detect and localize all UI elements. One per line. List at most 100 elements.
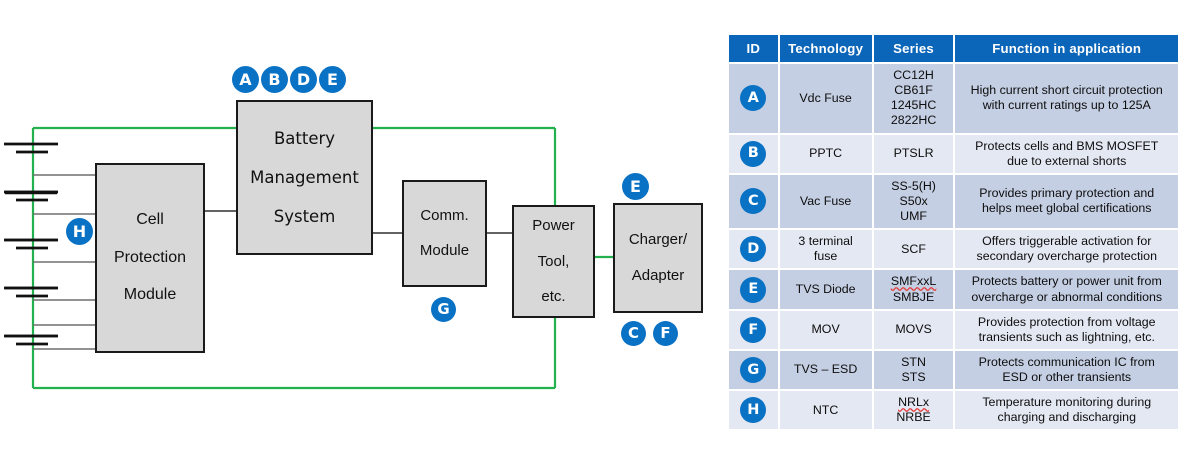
- cell-line: MOVS: [895, 322, 932, 337]
- cell-line: NTC: [812, 402, 839, 417]
- table-header-row: ID Technology Series Function in applica…: [729, 35, 1178, 62]
- series-cell: SCF: [873, 230, 954, 269]
- cell-line: SCF: [901, 241, 926, 256]
- chg-line-2: Adapter: [631, 266, 685, 284]
- cell-line: STN: [901, 354, 926, 369]
- callout-badge-charger-e: E: [622, 173, 649, 200]
- id-badge: H: [740, 397, 767, 424]
- block-comm-module: Comm. Module: [402, 180, 487, 287]
- cell-line: Offers triggerable activation for: [982, 234, 1152, 249]
- block-cell-protection-module: Cell Protection Module: [95, 163, 205, 353]
- technology-cell: Vdc Fuse: [779, 64, 872, 133]
- cell-line: fuse: [813, 249, 838, 264]
- callout-badge-bms-d: D: [290, 66, 317, 93]
- technology-cell: TVS – ESD: [779, 350, 872, 390]
- cell-line: transients such as lightning, etc.: [978, 329, 1155, 344]
- cell-line: MOV: [811, 322, 840, 337]
- id-badge: F: [740, 316, 767, 343]
- callout-badge-comm-g: G: [431, 297, 456, 322]
- callout-badge-bms-a: A: [232, 66, 259, 93]
- id-badge: A: [740, 85, 767, 112]
- cell-line: charging and discharging: [997, 410, 1136, 425]
- cpm-line-3: Module: [123, 286, 177, 304]
- cell-line: Protects communication IC from: [978, 354, 1155, 369]
- row-id-cell: H: [729, 391, 778, 430]
- cell-line: Temperature monitoring during: [982, 395, 1152, 410]
- cell-line: High current short circuit protection: [970, 83, 1163, 98]
- cell-line: secondary overcharge protection: [976, 249, 1157, 264]
- cell-line: ESD or other transients: [1002, 370, 1132, 384]
- row-id-cell: D: [729, 230, 778, 269]
- cell-line: CC12H: [893, 68, 934, 82]
- bms-line-3: System: [273, 206, 336, 226]
- cell-tap-lines: [33, 174, 95, 350]
- block-power-tool: Power Tool, etc.: [512, 205, 595, 318]
- row-id-cell: B: [729, 134, 778, 173]
- cell-line: 1245HC: [890, 98, 937, 113]
- cell-line: CB61F: [894, 83, 933, 98]
- chg-line-1: Charger/: [628, 231, 688, 249]
- pt-line-2: Tool,: [537, 252, 570, 270]
- cpm-line-2: Protection: [113, 248, 187, 266]
- battery-system-block-diagram: Cell Protection Module Battery Managemen…: [4, 66, 703, 390]
- cell-line: overcharge or abnormal conditions: [971, 289, 1163, 304]
- callout-badge-charger-c: C: [621, 321, 646, 346]
- cell-line: PPTC: [809, 146, 843, 161]
- row-id-cell: C: [729, 174, 778, 229]
- cell-line: due to external shorts: [1007, 153, 1127, 168]
- id-badge: C: [740, 188, 767, 215]
- cell-line: with current ratings up to 125A: [982, 98, 1151, 113]
- cell-line: Provides primary protection and: [979, 186, 1155, 201]
- technology-cell: Vac Fuse: [779, 174, 872, 229]
- row-id-cell: G: [729, 350, 778, 390]
- comm-line-1: Comm.: [420, 206, 469, 224]
- series-cell: PTSLR: [873, 134, 954, 173]
- callout-badge-cells-h: H: [66, 218, 93, 245]
- technology-cell: NTC: [779, 391, 872, 430]
- comm-line-2: Module: [419, 242, 470, 260]
- row-id-cell: A: [729, 64, 778, 133]
- cell-line: NRBE: [896, 410, 931, 425]
- cell-line: TVS – ESD: [793, 362, 858, 377]
- cell-line: SMFxxL: [890, 274, 937, 289]
- cell-line: 3 terminal: [798, 234, 853, 249]
- signal-links: [205, 210, 512, 234]
- cell-line: Protects cells and BMS MOSFET: [975, 138, 1159, 153]
- cell-line: NRLx: [898, 395, 930, 410]
- battery-cell-symbols: [4, 142, 58, 346]
- diagram-wiring: [4, 126, 613, 390]
- cell-line: STS: [901, 370, 926, 384]
- column-header-series: Series: [873, 35, 954, 62]
- bms-line-1: Battery: [273, 128, 336, 148]
- cell-line: UMF: [900, 209, 927, 223]
- cell-line: Provides protection from voltage: [977, 314, 1156, 329]
- row-id-cell: E: [729, 270, 778, 309]
- cell-line: Vdc Fuse: [799, 90, 852, 105]
- id-badge: E: [740, 276, 767, 303]
- technology-cell: PPTC: [779, 134, 872, 173]
- id-badge: G: [740, 357, 767, 383]
- cell-line: TVS Diode: [795, 281, 856, 296]
- technology-cell: MOV: [779, 310, 872, 349]
- cell-line: PTSLR: [893, 146, 934, 161]
- cell-line: 2822HC: [890, 113, 937, 128]
- column-header-function: Function in application: [955, 35, 1178, 62]
